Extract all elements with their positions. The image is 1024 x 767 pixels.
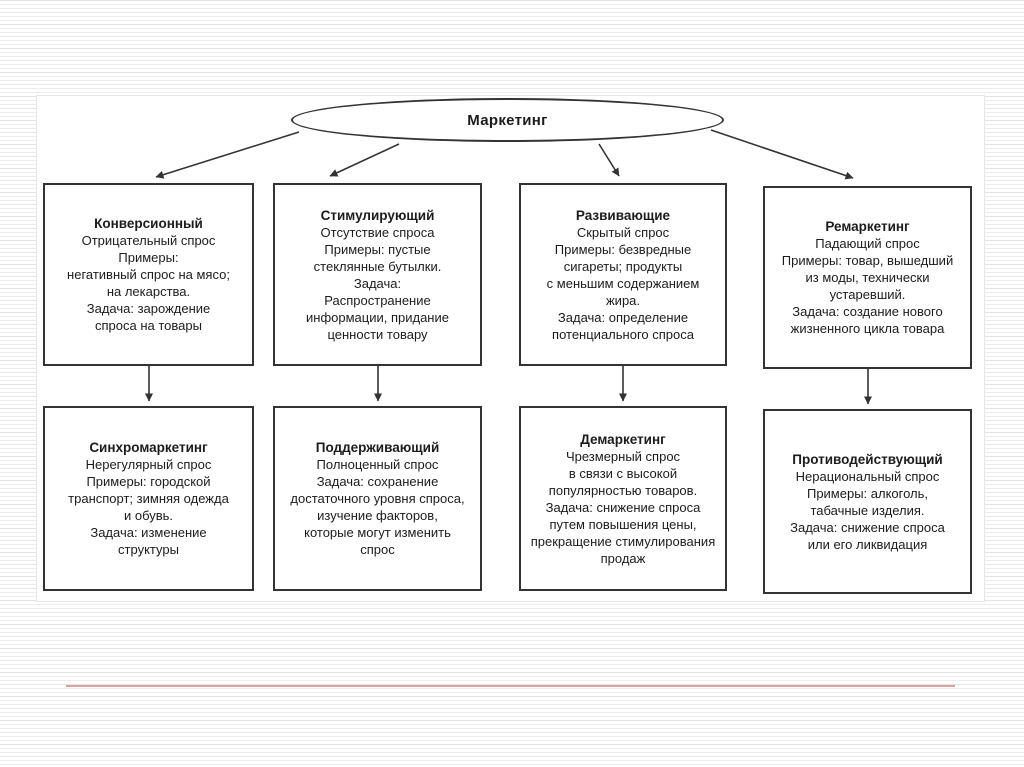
box-title: Развивающие	[575, 207, 671, 223]
slide-content-panel: Маркетинг Конверсионный Отрицательный сп…	[36, 95, 985, 602]
box-title: Ремаркетинг	[825, 219, 910, 234]
box-title: Поддерживающий	[315, 440, 440, 455]
box-remarketing: Ремаркетинг Падающий спрос Примеры: това…	[763, 186, 972, 369]
box-stimulating: Стимулирующий Отсутствие спроса Примеры:…	[273, 183, 482, 366]
root-node-label: Маркетинг	[467, 111, 548, 129]
box-developing: Развивающие Скрытый спрос Примеры: безвр…	[519, 183, 727, 366]
box-body: Скрытый спрос Примеры: безвредные сигаре…	[546, 224, 700, 342]
box-body: Отрицательный спрос Примеры: негативный …	[67, 233, 230, 333]
box-title: Конверсионный	[94, 216, 203, 231]
box-body: Полноценный спрос Задача: сохранение дос…	[290, 457, 465, 557]
box-synchromarketing: Синхромаркетинг Нерегулярный спрос Приме…	[43, 406, 254, 591]
box-demarketing: Демаркетинг Чрезмерный спрос в связи с в…	[519, 406, 727, 591]
slide-footer-divider	[66, 685, 955, 687]
box-title: Демаркетинг	[580, 431, 666, 447]
box-body: Нерациональный спрос Примеры: алкоголь, …	[790, 468, 945, 552]
box-body: Отсутствие спроса Примеры: пустые стекля…	[306, 224, 449, 342]
box-body: Нерегулярный спрос Примеры: городской тр…	[68, 457, 229, 557]
box-body: Падающий спрос Примеры: товар, вышедший …	[781, 236, 954, 336]
box-supporting: Поддерживающий Полноценный спрос Задача:…	[273, 406, 482, 591]
box-conversion: Конверсионный Отрицательный спрос Пример…	[43, 183, 254, 366]
box-body: Чрезмерный спрос в связи с высокой попул…	[530, 448, 716, 566]
box-title: Противодействующий	[792, 451, 943, 467]
box-counteracting: Противодействующий Нерациональный спрос …	[763, 409, 972, 594]
root-node-marketing: Маркетинг	[291, 98, 724, 142]
box-title: Стимулирующий	[320, 207, 435, 223]
box-title: Синхромаркетинг	[89, 440, 208, 455]
